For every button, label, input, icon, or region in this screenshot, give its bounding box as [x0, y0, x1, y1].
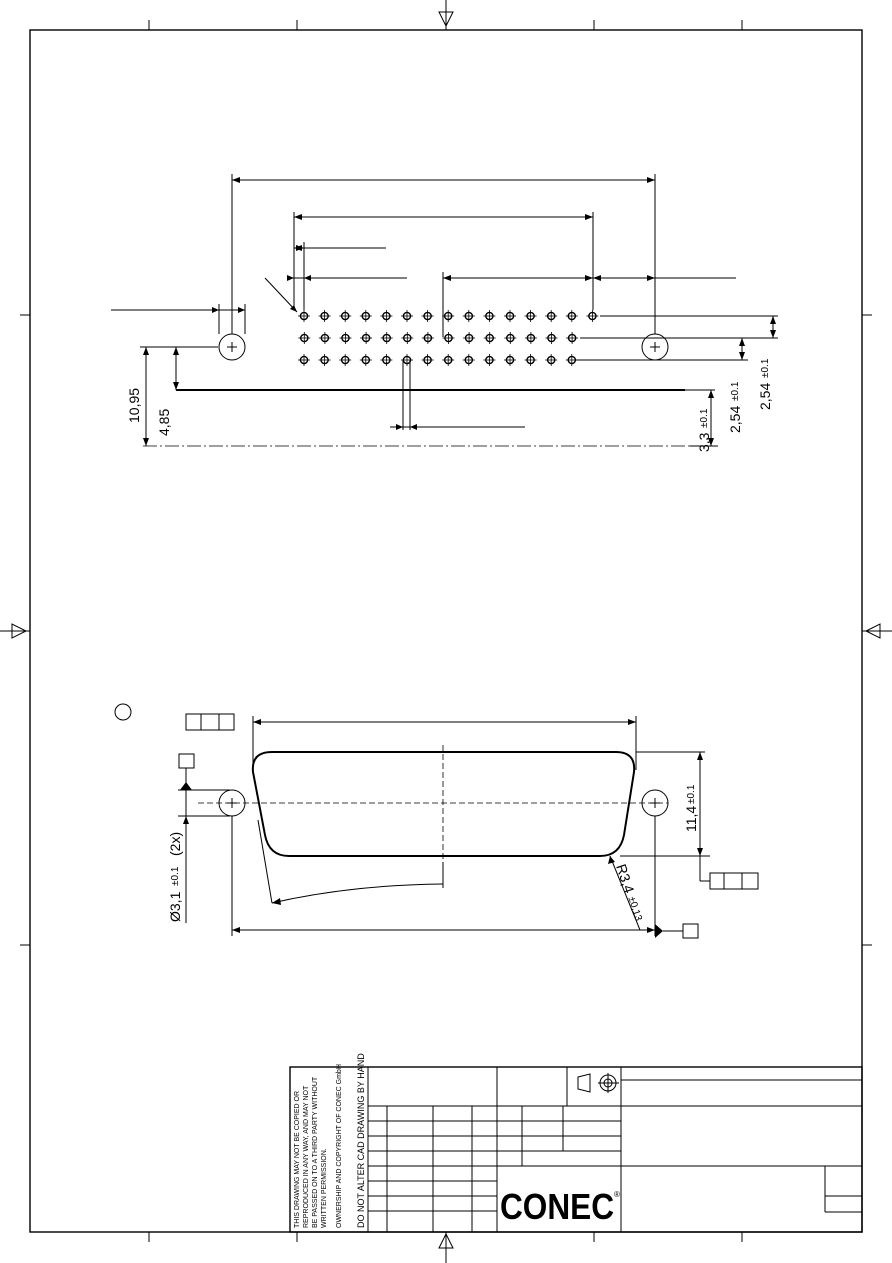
tolerance-frame-right	[709, 872, 759, 890]
datum-frame-left	[178, 753, 195, 790]
shell-hole-right	[641, 789, 669, 817]
dim-3-3-value: 3,3	[696, 432, 712, 452]
dim-4-85: 4,85	[156, 409, 172, 436]
pin-hole	[360, 332, 373, 344]
pin-hole	[463, 332, 476, 344]
pin-hole	[421, 354, 434, 366]
pin-hole	[339, 332, 352, 344]
dim-hole-count: (2x)	[167, 832, 183, 856]
pin-hole	[483, 354, 496, 366]
pin-hole	[504, 310, 516, 322]
mounting-hole-left	[218, 333, 246, 361]
pin-hole	[421, 332, 434, 344]
pin-hole	[318, 332, 331, 344]
shell-hole-left	[218, 789, 246, 817]
pin-hole	[318, 354, 331, 366]
projection-symbol	[577, 1073, 619, 1093]
pin-hole	[483, 310, 496, 322]
dim-11-4-value: 11,4	[683, 806, 699, 832]
view-marker-circle	[114, 703, 132, 721]
pin-hole	[462, 310, 475, 322]
dim-hole-value: Ø3,1	[167, 891, 183, 922]
pin-hole	[359, 354, 372, 366]
dim-radius: R3,4 ±0,13	[613, 862, 644, 923]
dim-radius-tolerance: ±0,13	[626, 895, 644, 923]
dim-2-54-a-value: 2,54	[727, 406, 743, 433]
copyright-line-4: WRITTEN PERMISSION.	[321, 1148, 328, 1228]
pin-hole	[483, 332, 496, 344]
dim-3-3-tolerance: ±0.1	[699, 408, 710, 428]
cad-notice: DO NOT ALTER CAD DRAWING BY HAND	[356, 1053, 366, 1228]
pin-hole	[298, 310, 310, 322]
copyright-notice: THIS DRAWING MAY NOT BE COPIED OR REPROD…	[294, 1064, 343, 1228]
pin-hole	[545, 310, 558, 322]
sheet-frame	[20, 20, 872, 1242]
pin-hole	[421, 310, 434, 322]
copyright-line-3: BE PASSED ON TO A THIRD PARTY WITHOUT	[312, 1076, 319, 1228]
pin-hole	[524, 354, 537, 366]
pin-hole	[565, 310, 578, 322]
shell-cutout-view: Ø3,1 ±0.1 (2x) 11,4 ±0.1	[114, 703, 759, 939]
conec-logo: CONEC	[500, 1186, 614, 1227]
revision-grid	[368, 1106, 621, 1232]
pin-hole	[380, 310, 393, 322]
pin-hole	[298, 332, 311, 344]
pin-hole	[504, 332, 517, 344]
copyright-line-5: OWNERSHIP AND COPYRIGHT OF CONEC GmbH	[336, 1064, 343, 1228]
pin-hole	[401, 332, 414, 344]
pin-hole	[566, 332, 579, 344]
pin-hole	[401, 310, 413, 322]
pin-hole	[462, 354, 475, 366]
dim-2-54-a-tolerance: ±0.1	[730, 381, 741, 401]
dim-11-4: 11,4 ±0.1	[683, 784, 699, 832]
pin-hole	[524, 332, 537, 344]
centering-mark-bottom	[438, 1232, 454, 1263]
pin-hole	[442, 332, 455, 344]
pin-hole	[359, 310, 372, 322]
dim-2-54-b-tolerance: ±0.1	[760, 358, 771, 378]
dim-2-54-a: 2,54 ±0.1	[727, 381, 743, 433]
pin-hole	[339, 310, 352, 322]
dim-radius-value: R3,4	[613, 862, 637, 895]
shell-outline	[251, 751, 636, 857]
pin-hole	[442, 354, 455, 366]
centering-mark-left	[0, 623, 30, 639]
dim-hole-diameter: Ø3,1 ±0.1 (2x)	[167, 832, 183, 922]
dim-11-4-tolerance: ±0.1	[686, 784, 697, 804]
dim-10-95: 10,95	[126, 388, 142, 423]
tolerance-frame-top	[185, 713, 235, 731]
dim-2-54-b-value: 2,54	[757, 383, 773, 410]
dim-3-3: 3,3 ±0.1	[696, 408, 712, 452]
pin-array	[298, 310, 599, 366]
pin-hole	[442, 310, 455, 322]
registered-mark: ®	[614, 1190, 620, 1199]
pin-hole	[318, 310, 331, 322]
copyright-line-1: THIS DRAWING MAY NOT BE COPIED OR	[294, 1091, 301, 1228]
pin-hole	[586, 310, 599, 322]
pin-hole	[545, 354, 558, 366]
pin-hole	[504, 354, 516, 366]
pin-hole	[339, 354, 352, 366]
dim-hole-tolerance: ±0.1	[170, 866, 181, 886]
centering-mark-right	[862, 623, 892, 639]
pin-layout-view: 10,95 4,85 3,3 ±0.1 2,54 ±0.1 2,54 ±0.1	[111, 174, 778, 452]
pin-hole	[298, 354, 310, 366]
pin-hole	[380, 354, 393, 366]
copyright-line-2: REPRODUCED IN ANY WAY, AND MAY NOT	[303, 1085, 310, 1228]
pin-hole	[524, 310, 537, 322]
centering-mark-top	[438, 0, 454, 30]
pin-hole	[545, 332, 558, 344]
datum-frame-right	[655, 923, 699, 939]
dim-2-54-b: 2,54 ±0.1	[757, 358, 773, 410]
pin-hole	[380, 332, 393, 344]
title-block: THIS DRAWING MAY NOT BE COPIED OR REPROD…	[289, 1053, 863, 1233]
pin-layout-dimension-lines	[111, 174, 778, 447]
